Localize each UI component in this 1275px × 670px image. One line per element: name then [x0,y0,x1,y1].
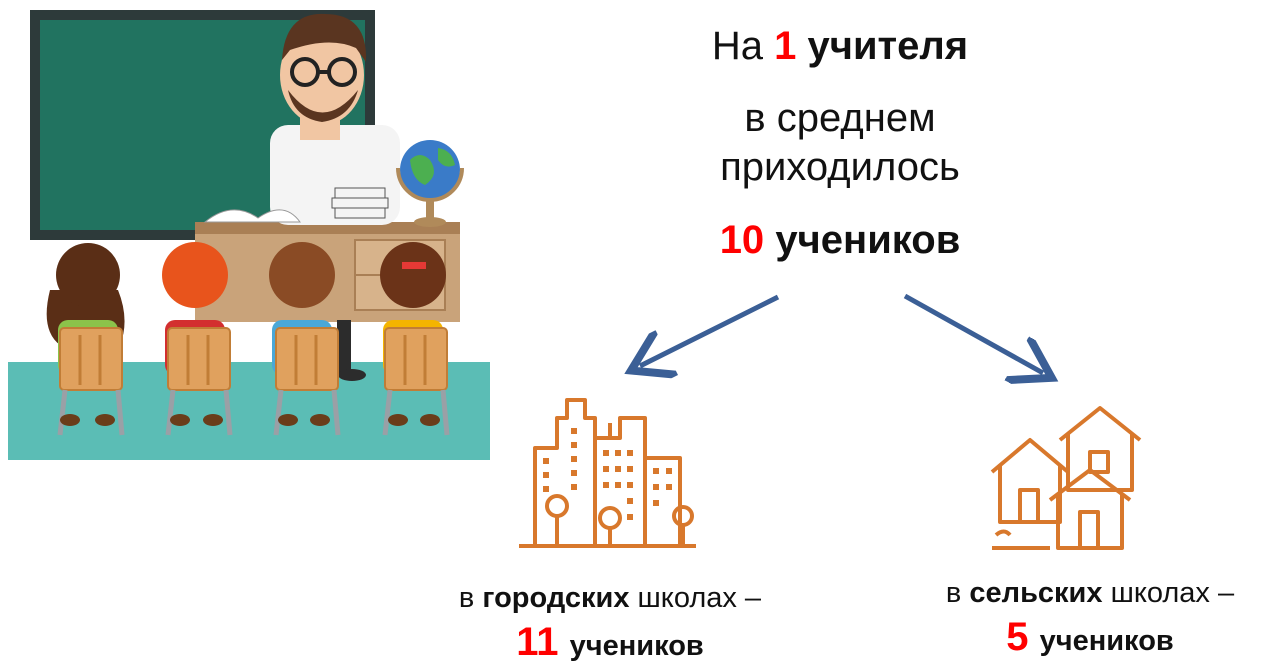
headline-students-word: учеников [775,218,961,262]
village-houses-icon [990,406,1142,550]
rural-prefix: в [945,577,962,609]
urban-result: 11 учеников [360,620,860,665]
headline-line-4: 10 учеников [560,218,1120,263]
average-student-count: 10 [719,218,765,262]
city-buildings-icon [519,398,696,548]
rural-type: сельских [969,577,1103,609]
urban-unit: учеников [569,630,704,662]
urban-suffix: школах – [637,582,762,614]
arrow-left [640,294,780,366]
teacher-count: 1 [774,24,797,68]
open-book [203,209,301,223]
urban-type: городских [482,582,630,614]
rural-unit: учеников [1039,625,1174,657]
urban-prefix: в [458,582,475,614]
headline-line-1: На 1 учителя [560,24,1120,69]
headline-line-2: в среднем [560,96,1120,141]
globe [396,140,464,227]
chair-1 [59,327,123,391]
book-stack [331,187,389,219]
headline-was: приходилось [720,145,960,189]
rural-caption: в сельских школах – [840,577,1275,610]
chair-3 [275,327,339,391]
chair-2 [167,327,231,391]
rural-result: 5 учеников [840,615,1275,660]
headline-avg: в среднем [744,96,936,140]
headline-prefix: На [711,24,763,68]
urban-caption: в городских школах – [360,582,860,615]
headline-teacher-word: учителя [807,24,969,68]
chair-4 [384,327,448,391]
urban-student-count: 11 [516,620,559,664]
arrow-right [903,293,1043,373]
classroom-illustration [8,10,490,460]
rural-student-count: 5 [1006,615,1029,659]
headline-line-3: приходилось [560,145,1120,190]
rural-suffix: школах – [1110,577,1235,609]
